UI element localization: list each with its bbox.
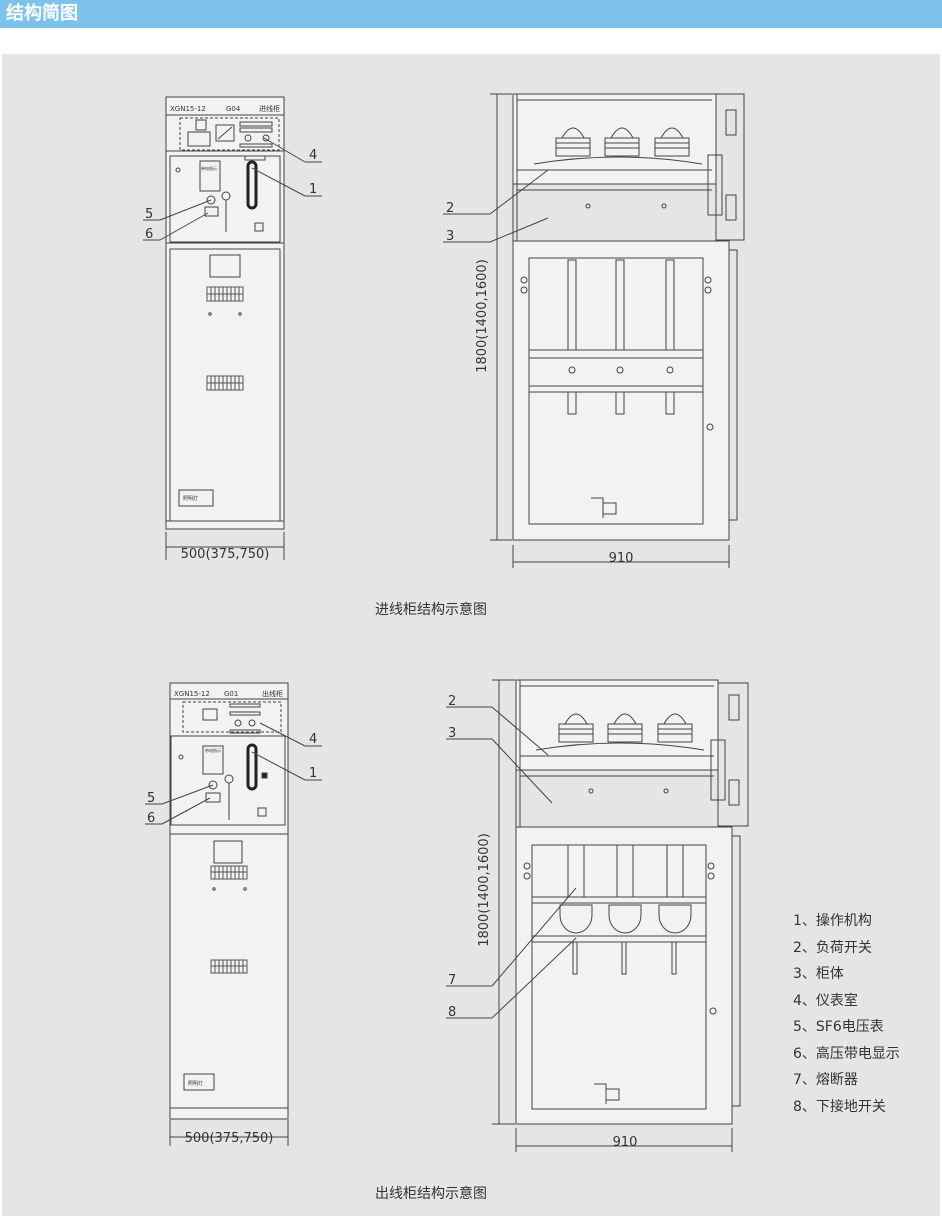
outgoing-callout-6: 6 — [147, 811, 155, 826]
legend-item: 3、柜体 — [793, 966, 844, 982]
incoming-callout-3: 3 — [446, 229, 454, 244]
outgoing-light-label: 照明灯 — [188, 1080, 203, 1087]
section-header: 结构简图 — [0, 0, 942, 28]
legend-item: 4、仪表室 — [793, 992, 858, 1009]
outgoing-callout-7: 7 — [448, 973, 456, 988]
incoming-callout-4: 4 — [309, 148, 317, 163]
outgoing-callout-5: 5 — [147, 791, 155, 806]
outgoing-side-view — [492, 679, 749, 1152]
outgoing-side-leaders — [446, 706, 577, 1019]
incoming-callout-1: 1 — [309, 182, 317, 197]
incoming-light-label: 照明灯 — [183, 495, 198, 502]
incoming-height-dimension: 1800(1400,1600) — [475, 259, 490, 373]
outgoing-code-label: G01 — [224, 690, 238, 698]
legend-item: 5、SF6电压表 — [793, 1019, 884, 1035]
legend-item: 8、下接地开关 — [793, 1098, 886, 1115]
incoming-code-label: G04 — [226, 105, 241, 113]
outgoing-depth-dimension: 910 — [613, 1135, 638, 1150]
outgoing-type-label: 出线柜 — [262, 689, 283, 698]
outgoing-callout-1: 1 — [309, 766, 317, 781]
outgoing-width-dimension: 500(375,750) — [185, 1131, 274, 1146]
incoming-width-dimension: 500(375,750) — [181, 547, 270, 562]
incoming-side-view — [490, 93, 745, 568]
incoming-indicator-label: 带电指示 — [201, 165, 217, 171]
outgoing-front-leaders — [145, 722, 322, 825]
incoming-caption: 进线柜结构示意图 — [375, 602, 487, 618]
outgoing-callout-3: 3 — [448, 726, 456, 741]
outgoing-height-dimension: 1800(1400,1600) — [477, 833, 492, 947]
outgoing-callout-4: 4 — [309, 732, 317, 747]
outgoing-indicator-label: 带电指示 — [205, 747, 221, 753]
outgoing-model-label: XGN15-12 — [174, 690, 210, 698]
legend: 1、操作机构 2、负荷开关 3、柜体 4、仪表室 5、SF6电压表 6、高压带电… — [793, 908, 900, 1120]
section-title: 结构简图 — [6, 3, 78, 24]
incoming-bushings — [555, 127, 690, 157]
legend-item: 2、负荷开关 — [793, 939, 872, 956]
outgoing-front-view — [169, 682, 289, 1146]
incoming-callout-6: 6 — [145, 227, 153, 242]
incoming-model-label: XGN15-12 — [170, 105, 206, 113]
incoming-front-view — [165, 96, 285, 560]
diagram-panel — [2, 54, 940, 1216]
incoming-callout-2: 2 — [446, 201, 454, 216]
incoming-type-label: 进线柜 — [259, 104, 280, 113]
incoming-front-leaders — [143, 137, 322, 241]
outgoing-caption: 出线柜结构示意图 — [375, 1186, 487, 1202]
outgoing-bushings — [558, 713, 693, 743]
legend-item: 7、熔断器 — [793, 1072, 858, 1088]
incoming-depth-dimension: 910 — [609, 551, 634, 566]
legend-item: 1、操作机构 — [793, 913, 872, 929]
incoming-callout-5: 5 — [145, 207, 153, 222]
outgoing-callout-8: 8 — [448, 1005, 456, 1020]
outgoing-callout-2: 2 — [448, 694, 456, 709]
legend-item: 6、高压带电显示 — [793, 1045, 900, 1062]
incoming-side-leaders — [443, 169, 549, 243]
